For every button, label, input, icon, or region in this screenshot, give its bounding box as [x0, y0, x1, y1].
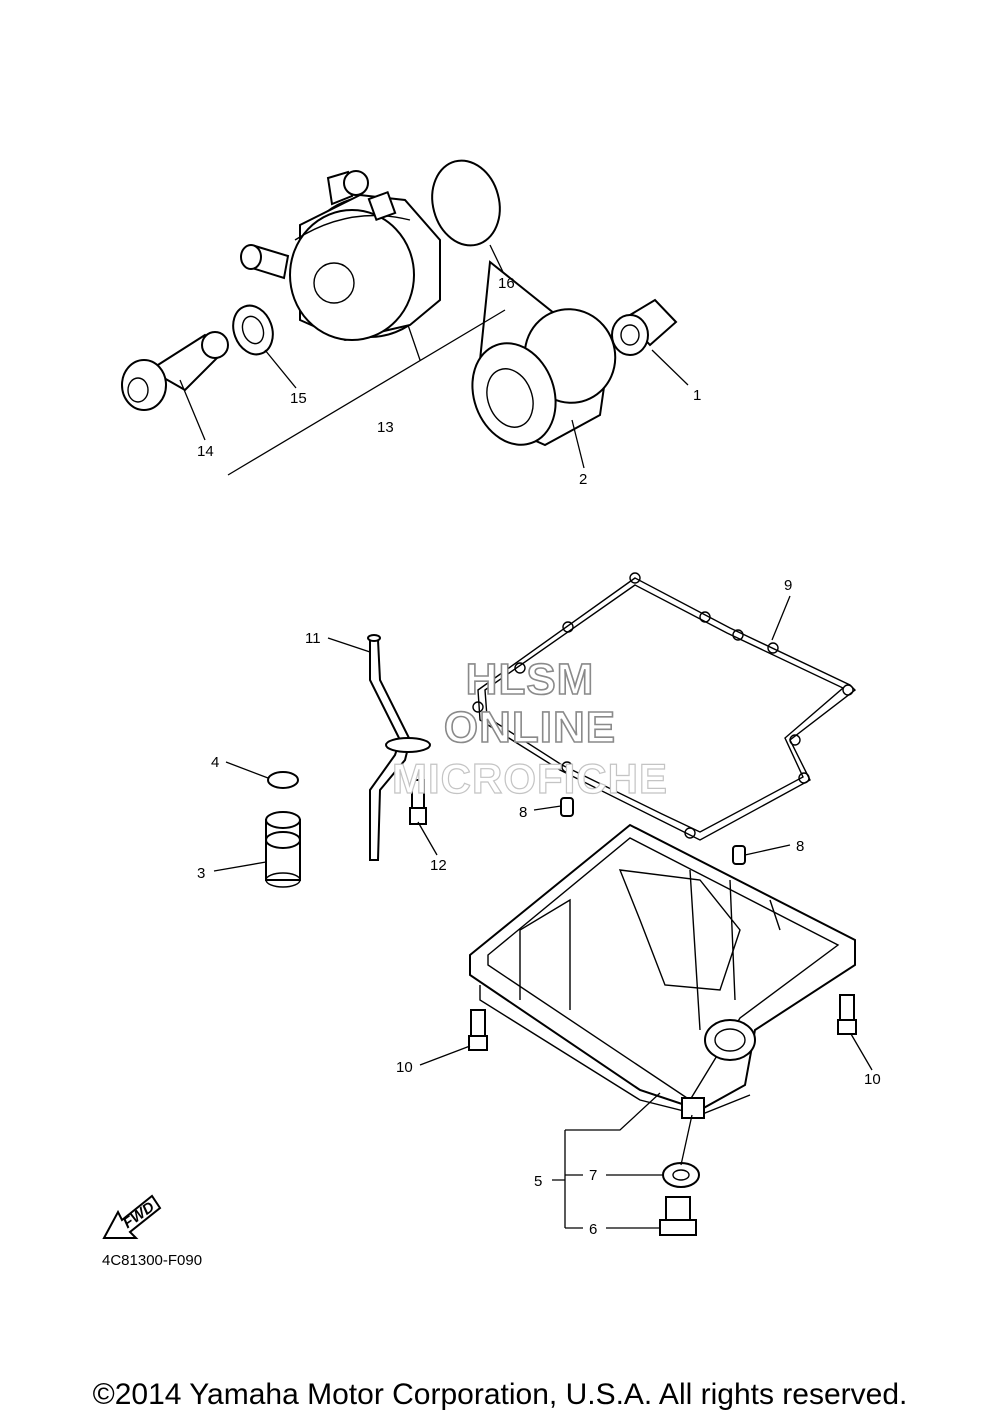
drain-plug-gasket[interactable]	[662, 1162, 700, 1188]
leader-16	[489, 244, 504, 273]
bolt-10b[interactable]	[837, 994, 857, 1035]
leader-4	[225, 761, 269, 779]
dowel-pin-8a[interactable]	[560, 797, 574, 817]
leader-10b	[850, 1033, 873, 1071]
leader-10a	[419, 1045, 471, 1066]
callout-9: 9	[784, 577, 792, 594]
fwd-arrow-icon: FWD	[102, 1194, 162, 1239]
washer-15[interactable]	[227, 300, 280, 360]
drain-bolt[interactable]	[659, 1196, 697, 1236]
leader-11	[327, 637, 371, 653]
callout-16: 16	[498, 275, 515, 292]
o-ring-16[interactable]	[423, 153, 509, 253]
gasket-bolt-holes	[472, 572, 854, 839]
oil-cooler[interactable]	[240, 170, 441, 342]
callout-7: 7	[589, 1167, 597, 1184]
callout-6: 6	[589, 1221, 597, 1238]
copyright-notice: ©2014 Yamaha Motor Corporation, U.S.A. A…	[92, 1378, 908, 1411]
leader-8b	[744, 844, 791, 856]
callout-3: 3	[197, 865, 205, 882]
leader-12	[417, 821, 438, 856]
leader-15	[264, 349, 297, 389]
callout-2: 2	[579, 471, 587, 488]
callout-11: 11	[305, 630, 321, 647]
leader-13-bracket	[179, 309, 506, 476]
union-bolt-14[interactable]	[121, 331, 229, 411]
leader-3	[213, 861, 267, 872]
watermark-line-2: ONLINE	[443, 702, 617, 753]
leader-9	[771, 595, 791, 641]
callout-10b: 10	[864, 1071, 881, 1088]
callout-1: 1	[693, 387, 701, 404]
filter-nipple[interactable]	[611, 298, 678, 356]
leader-7	[606, 1114, 693, 1176]
callout-10a: 10	[396, 1059, 413, 1076]
callout-8a: 8	[519, 804, 527, 821]
callout-12: 12	[430, 857, 447, 874]
callout-13: 13	[377, 419, 394, 436]
leader-1	[651, 349, 689, 386]
oil-delivery-pipe[interactable]	[367, 634, 431, 861]
callout-4: 4	[211, 754, 219, 771]
diagram-code: 4C81300-F090	[102, 1252, 203, 1269]
leader-2	[571, 419, 585, 469]
oil-pan-gasket[interactable]	[477, 577, 857, 841]
callout-15: 15	[290, 390, 307, 407]
leader-8a	[533, 805, 562, 811]
leader-5-bracket	[552, 1092, 661, 1229]
watermark-line-3: MICROFICHE	[391, 754, 668, 802]
o-ring-4[interactable]	[267, 771, 299, 789]
oil-strainer[interactable]	[265, 811, 301, 888]
oil-filter-cartridge[interactable]	[459, 260, 629, 457]
callout-8b: 8	[796, 838, 804, 855]
watermark-line-1: HLSM	[465, 654, 595, 705]
dowel-pin-8b[interactable]	[732, 845, 746, 865]
bolt-12[interactable]	[409, 779, 427, 825]
callout-5: 5	[534, 1173, 542, 1190]
oil-pan[interactable]	[469, 823, 856, 1119]
bolt-10a[interactable]	[468, 1009, 488, 1051]
callout-14: 14	[197, 443, 214, 460]
